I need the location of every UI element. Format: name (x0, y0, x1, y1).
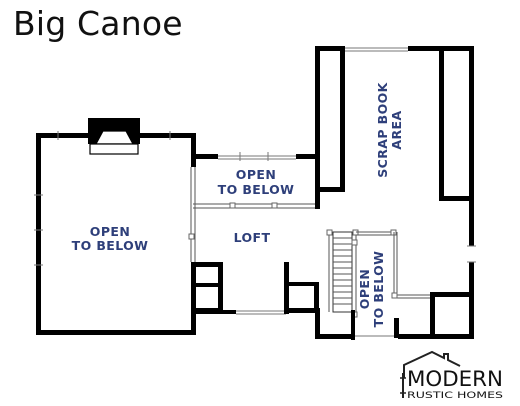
house-roof-icon (403, 350, 461, 378)
left-open-room-walls (34, 131, 196, 335)
modern-rustic-homes-logo: MODERN RUSTIC HOMES (392, 350, 510, 402)
scrap-book-area-label: SCRAP BOOK AREA (375, 81, 404, 177)
open-to-below-left-line2: TO BELOW (72, 238, 149, 253)
plan-title: Big Canoe (13, 4, 183, 43)
staircase (326, 229, 430, 340)
open-to-below-stair-line1: OPEN (357, 269, 372, 309)
brand-line2: RUSTIC HOMES (407, 391, 503, 401)
scrap-book-area-walls (315, 46, 476, 339)
loft-walls (188, 152, 320, 315)
open-to-below-left-line1: OPEN (90, 224, 130, 239)
open-to-below-middle-line1: OPEN (236, 167, 276, 182)
open-to-below-middle-line2: TO BELOW (218, 182, 295, 197)
scrap-book-line1: SCRAP BOOK (375, 81, 390, 177)
open-to-below-stair-line2: TO BELOW (371, 251, 386, 328)
brand-line1: MODERN (407, 367, 503, 391)
loft-label: LOFT (234, 230, 271, 245)
scrap-book-line2: AREA (389, 110, 404, 149)
fireplace (88, 118, 140, 155)
open-to-below-stair-label: OPEN TO BELOW (357, 251, 386, 328)
